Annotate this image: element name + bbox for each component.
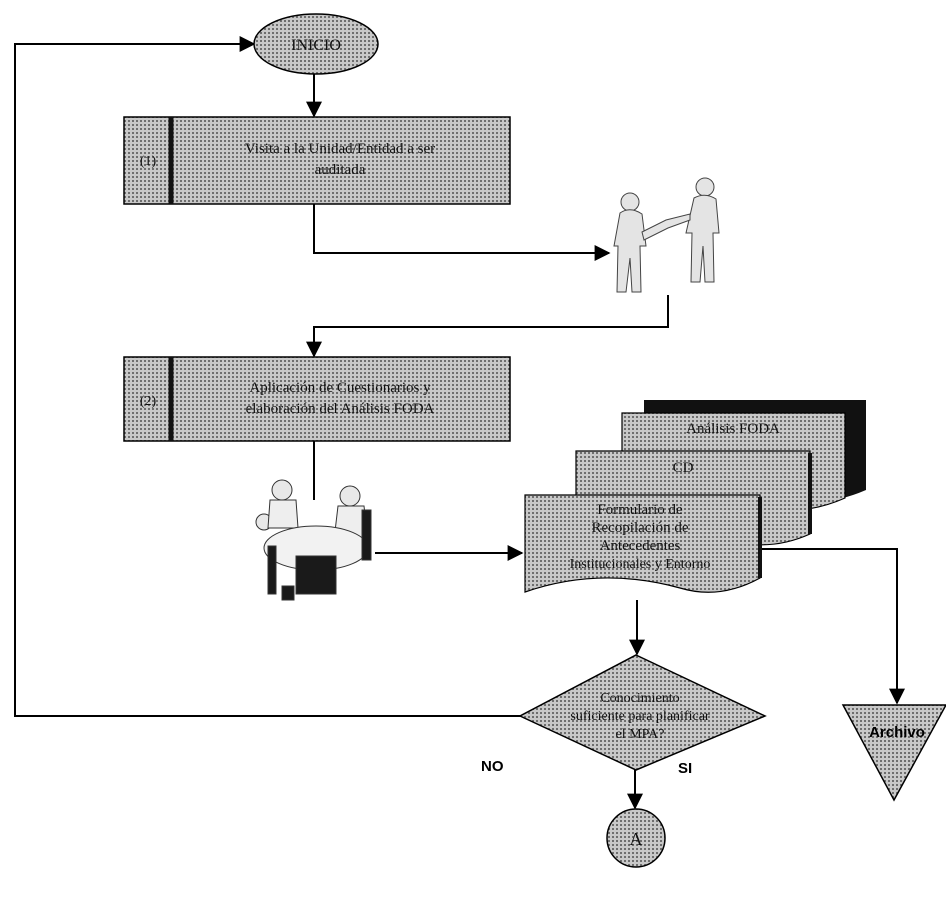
doc-front-line3: Antecedentes xyxy=(600,538,681,554)
step2-text-line2: elaboración del Análisis FODA xyxy=(246,401,435,417)
docs-to-archive-line xyxy=(762,549,897,703)
doc-background-form: Formulario de Recopilación de Antecedent… xyxy=(525,495,760,592)
decision-diamond: Conocimiento suficiente para planificar … xyxy=(520,655,765,770)
no-label: NO xyxy=(481,758,504,775)
decision-line3: el MPA? xyxy=(616,727,665,742)
yes-label: SI xyxy=(678,760,692,777)
archive-symbol: Archivo xyxy=(843,705,946,800)
step2-number: (2) xyxy=(140,394,157,409)
process-step-2: (2) Aplicación de Cuestionarios y elabor… xyxy=(124,357,510,441)
doc-front-line2: Recopilación de xyxy=(591,520,688,536)
connector-a: A xyxy=(607,809,665,867)
start-label: INICIO xyxy=(291,37,341,54)
step1-number: (1) xyxy=(140,154,157,169)
doc-front-line4: Institucionales y Entorno xyxy=(570,557,711,572)
process-step-1: (1) Visita a la Unidad/Entidad a ser aud… xyxy=(124,117,510,204)
step1-to-meeting-line xyxy=(314,204,609,253)
doc-front-line1: Formulario de xyxy=(597,502,683,518)
doc-back-label: Análisis FODA xyxy=(686,421,780,437)
document-stack: Análisis FODA CD Formulario de Recopilac… xyxy=(525,400,866,592)
meeting-to-step2-line xyxy=(314,295,668,356)
step2-text-line1: Aplicación de Cuestionarios y xyxy=(249,380,431,396)
start-terminator: INICIO xyxy=(254,14,378,74)
decision-line1: Conocimiento xyxy=(600,691,679,706)
connector-a-label: A xyxy=(630,829,643,849)
decision-line2: suficiente para planificar xyxy=(570,709,709,724)
doc-mid-label: CD xyxy=(673,460,694,476)
step1-text-line2: auditada xyxy=(315,162,366,178)
meeting-people-icon xyxy=(614,178,719,292)
step1-text-line1: Visita a la Unidad/Entidad a ser xyxy=(245,141,435,157)
archive-label: Archivo xyxy=(869,724,925,741)
